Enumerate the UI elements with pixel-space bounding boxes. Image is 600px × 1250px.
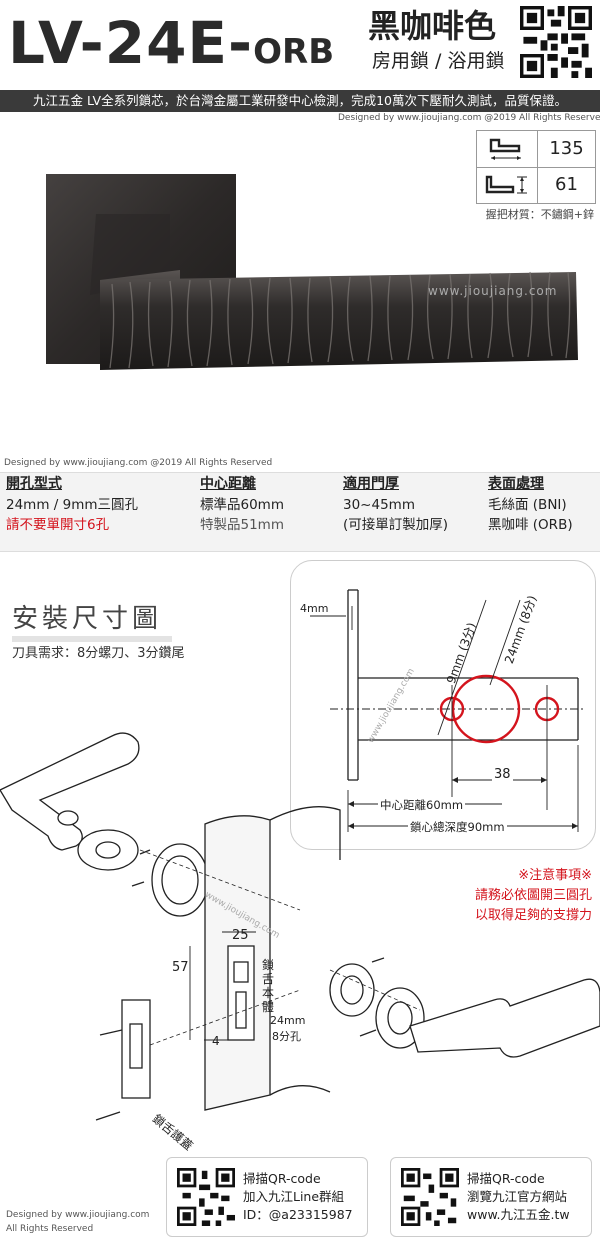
color-name: 黑咖啡色	[368, 7, 497, 45]
dim-57: 57	[172, 960, 189, 975]
dim-25: 25	[232, 928, 249, 943]
line-group-card[interactable]: 掃描QR-code 加入九江Line群組 ID：@a23315987	[166, 1157, 368, 1237]
qr-caption: 加入九江Line群組	[243, 1189, 345, 1204]
dim-38: 38	[492, 767, 513, 782]
notice-line: 請務必依圖開三圓孔	[474, 888, 592, 903]
quality-banner: 九江五金 LV全系列鎖芯，於台灣金屬工業研發中心檢測，完成10萬次下壓耐久測試，…	[0, 90, 600, 112]
install-title: 安裝尺寸圖	[12, 604, 163, 634]
spec-line: 毛絲面 (BNI)	[488, 497, 567, 513]
qr-code-icon[interactable]	[177, 1168, 235, 1226]
drilling-diagram	[310, 589, 586, 832]
spec-line: 標準品60mm	[200, 497, 284, 513]
product-photo	[46, 174, 578, 370]
dim-backset: 中心距離60mm	[378, 797, 466, 813]
spec-line: (可接單訂製加厚)	[343, 517, 449, 533]
credit-mid: Designed by www.jioujiang.com @2019 All …	[4, 458, 273, 468]
line-id: ID：@a23315987	[243, 1207, 353, 1222]
dim-4mm: 4mm	[300, 602, 329, 615]
spec-line: 特製品51mm	[200, 517, 284, 533]
footer-credit: Designed by www.jioujiang.com All Rights…	[6, 1208, 149, 1236]
exploded-install-diagram	[0, 732, 600, 1121]
notice-box: ※注意事項※ 請務必依圖開三圓孔 以取得足夠的支撐力	[432, 866, 592, 926]
model-main: LV-24E-	[8, 9, 254, 77]
spec-line: 30~45mm	[343, 497, 415, 513]
header	[0, 0, 600, 90]
watermark-top: www.jioujiang.com	[428, 284, 558, 298]
qr-code-icon[interactable]	[401, 1168, 459, 1226]
spec-finish: 表面處理 毛絲面 (BNI) 黑咖啡 (ORB)	[488, 473, 573, 535]
website-card[interactable]: 掃描QR-code 瀏覽九江官方網站 www.九江五金.tw	[390, 1157, 592, 1237]
spec-line: 黑咖啡 (ORB)	[488, 517, 573, 533]
length-row: 135	[477, 131, 595, 168]
notice-line: 以取得足夠的支撐力	[474, 908, 592, 923]
dim-depth: 鎖心總深度90mm	[408, 819, 507, 835]
model-suffix: ORB	[253, 32, 335, 72]
website-url[interactable]: www.九江五金.tw	[467, 1207, 570, 1222]
line-group-text: 掃描QR-code 加入九江Line群組 ID：@a23315987	[243, 1170, 353, 1224]
spec-warning: 請不要單開寸6孔	[6, 517, 110, 533]
qr-caption: 掃描QR-code	[467, 1171, 545, 1186]
spec-title: 開孔型式	[6, 476, 62, 492]
qr-caption: 掃描QR-code	[243, 1171, 321, 1186]
dimension-box: 135 61	[476, 130, 596, 204]
spec-line: 24mm / 9mm三圓孔	[6, 497, 139, 513]
latch-bit-label: 8分孔	[272, 1030, 301, 1043]
model-number: LV-24E-ORB	[8, 2, 334, 93]
credit-top: Designed by www.jioujiang.com @2019 All …	[338, 113, 600, 123]
notice-title: ※注意事項※	[518, 868, 592, 883]
specs-section: 開孔型式 24mm / 9mm三圓孔 請不要單開寸6孔 中心距離 標準品60mm…	[0, 472, 600, 552]
material-label: 握把材質：不鏽鋼+鋅	[485, 208, 594, 221]
qr-caption: 瀏覽九江官方網站	[467, 1189, 568, 1204]
website-text: 掃描QR-code 瀏覽九江官方網站 www.九江五金.tw	[467, 1170, 570, 1224]
latch-size-label: 24mm	[270, 1014, 306, 1027]
handle-length-icon	[477, 131, 538, 167]
usage-label: 房用鎖 / 浴用鎖	[372, 50, 505, 72]
credit-line: Designed by www.jioujiang.com	[6, 1210, 150, 1220]
spec-backset: 中心距離 標準品60mm 特製品51mm	[200, 473, 284, 535]
latch-body-label: 鎖舌本體	[262, 958, 275, 1014]
handle-projection-icon	[477, 167, 538, 203]
tools-required: 刀具需求：8分螺刀、3分鑽尾	[12, 646, 185, 661]
spec-title: 表面處理	[488, 476, 544, 492]
qr-code-icon[interactable]	[520, 6, 592, 78]
spec-door-thickness: 適用門厚 30~45mm (可接單訂製加厚)	[343, 473, 448, 535]
title-underline	[12, 636, 172, 642]
length-value: 135	[549, 138, 584, 159]
projection-row: 61	[477, 167, 595, 203]
spec-title: 適用門厚	[343, 476, 399, 492]
spec-title: 中心距離	[200, 476, 256, 492]
dim-4: 4	[212, 1034, 220, 1048]
spec-hole-type: 開孔型式 24mm / 9mm三圓孔 請不要單開寸6孔	[6, 473, 138, 535]
projection-value: 61	[555, 174, 578, 195]
credit-line: All Rights Reserved	[6, 1224, 94, 1234]
